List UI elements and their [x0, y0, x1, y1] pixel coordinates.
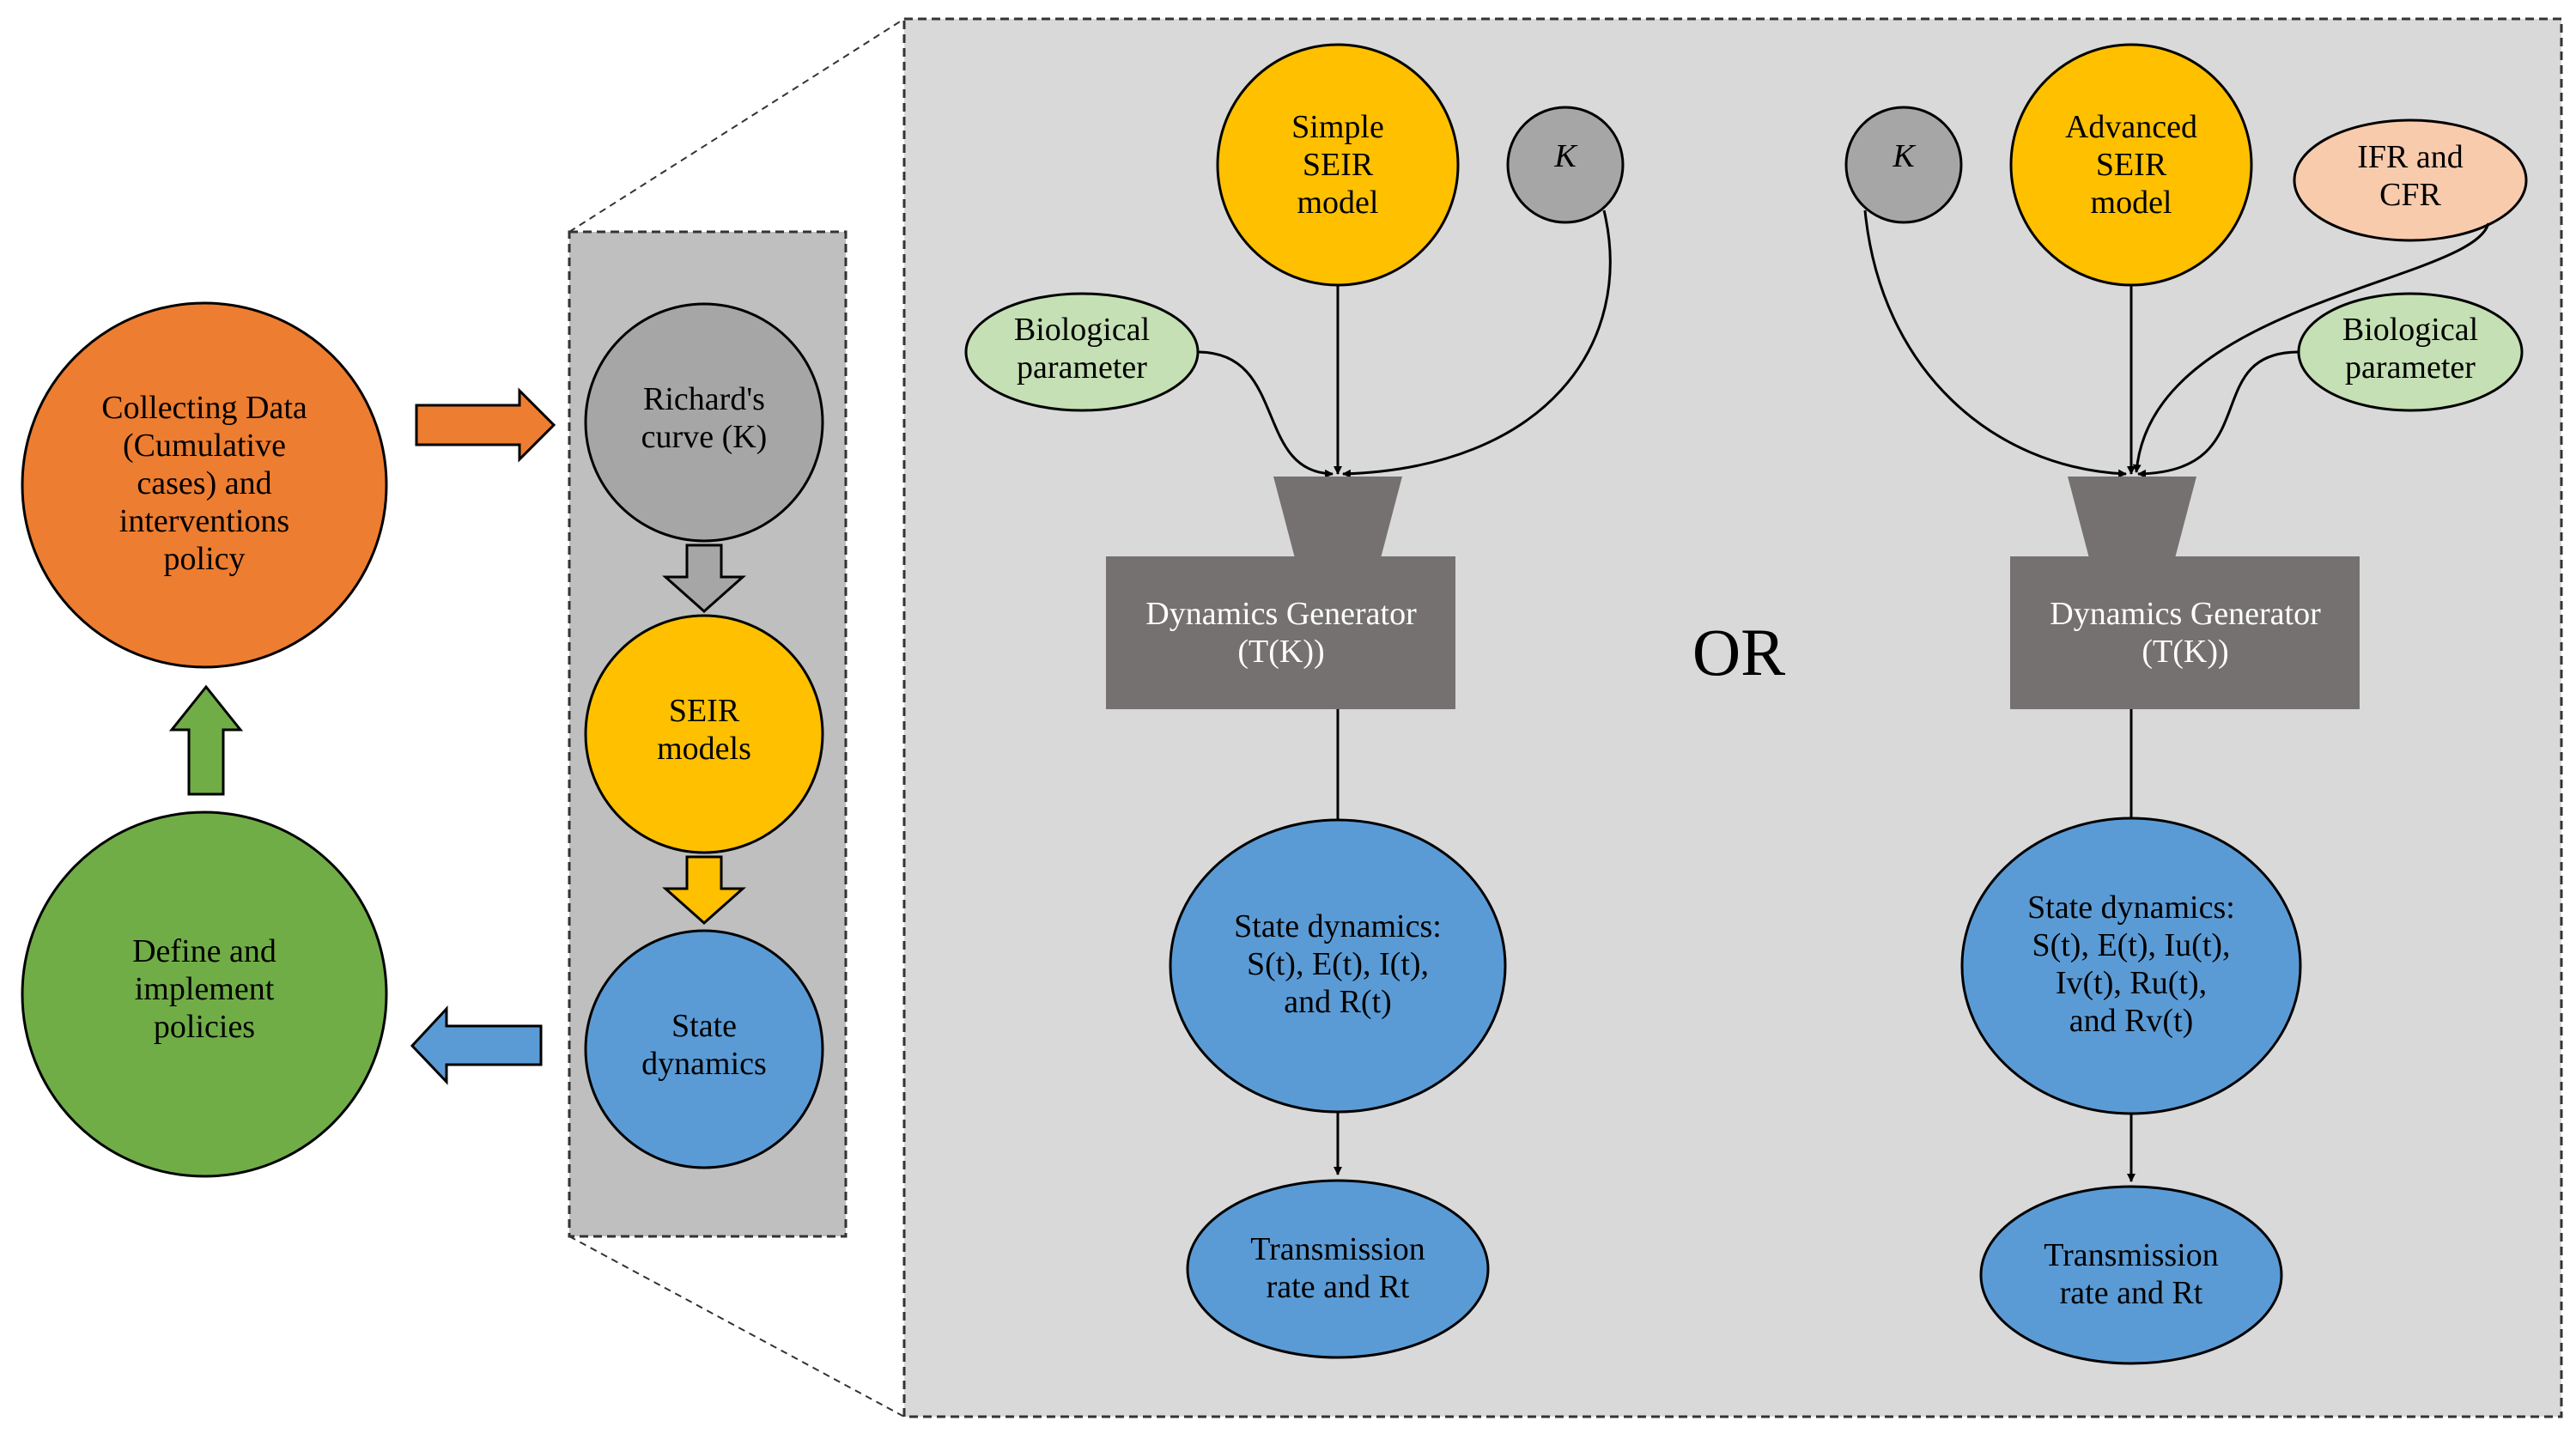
or-label: OR	[1692, 615, 1786, 689]
seir-models-circle	[584, 614, 824, 854]
advanced-transmission-ellipse	[1979, 1185, 2283, 1365]
simple-transmission-ellipse	[1186, 1179, 1490, 1359]
zoom-line-bottom	[568, 1236, 905, 1418]
collecting-data-circle	[21, 301, 388, 669]
advanced-k-label: K	[1893, 138, 1915, 174]
detail-panel	[902, 17, 2563, 1418]
gold-down-arrow	[662, 855, 746, 926]
simple-bio-connector	[1197, 350, 1334, 478]
advanced-generator-funnel	[2068, 477, 2196, 558]
advanced-generator-label: Dynamics Generator(T(K))	[2050, 596, 2321, 670]
advanced-generator-box	[2010, 556, 2360, 709]
blue-left-arrow	[410, 1005, 543, 1085]
define-policies-circle	[21, 811, 388, 1178]
advanced-state-label: State dynamics:S(t), E(t), Iu(t),Iv(t), …	[2027, 890, 2235, 1039]
ifr-cfr-connector	[2132, 222, 2490, 473]
advanced-bio-connector	[2137, 350, 2300, 478]
simple-k-label: K	[1554, 138, 1577, 174]
simple-state-label: State dynamics:S(t), E(t), I(t),and R(t)	[1234, 908, 1442, 1020]
gray-down-arrow	[662, 543, 746, 614]
simple-generator-funnel	[1273, 477, 1402, 558]
advanced-k-circle	[1844, 106, 1963, 224]
zoom-line-top	[568, 18, 905, 233]
advanced-k-connector	[1863, 209, 2127, 478]
simple-generator-box	[1106, 556, 1455, 709]
state-dynamics-circle	[584, 929, 824, 1169]
ifr-cfr-ellipse	[2293, 118, 2528, 242]
orange-right-arrow	[415, 387, 556, 463]
richards-curve-circle	[584, 302, 824, 543]
green-up-arrow	[168, 684, 244, 796]
simple-k-circle	[1506, 106, 1625, 224]
simple-generator-label: Dynamics Generator(T(K))	[1145, 596, 1417, 670]
simple-k-connector	[1342, 209, 1612, 478]
